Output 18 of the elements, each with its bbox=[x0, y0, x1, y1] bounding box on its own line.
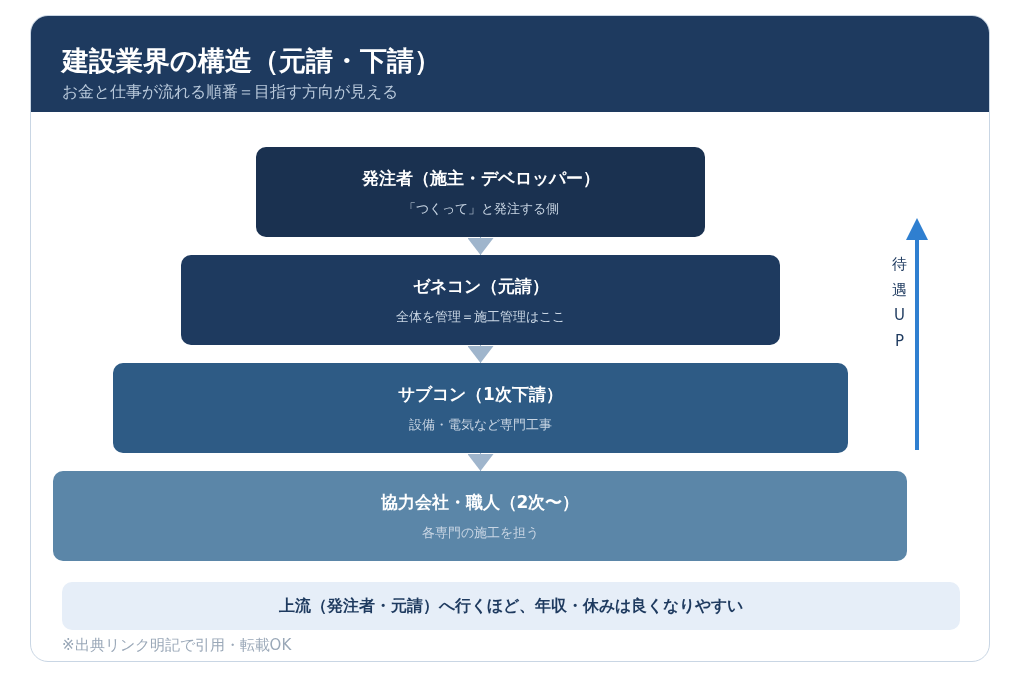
tier-description: 「つくって」と発注する側 bbox=[402, 199, 559, 218]
tier-title: 協力会社・職人（2次〜） bbox=[380, 490, 580, 514]
tier-box bbox=[181, 255, 780, 345]
note-text: 上流（発注者・元請）へ行くほど、年収・休みは良くなりやすい bbox=[279, 595, 743, 617]
tier-box bbox=[53, 471, 907, 561]
tier-box bbox=[113, 363, 848, 453]
side-label: 待遇UP bbox=[892, 254, 907, 352]
note: ※出典リンク明記で引用・転載OK bbox=[62, 636, 292, 655]
title: 建設業界の構造（元請・下請） bbox=[62, 44, 441, 78]
tier-description: 各専門の施工を担う bbox=[421, 523, 539, 542]
tier-description: 設備・電気など専門工事 bbox=[409, 415, 552, 434]
tier-title: 発注者（施主・デベロッパー） bbox=[361, 166, 600, 190]
tier-box bbox=[256, 147, 705, 237]
note-box bbox=[62, 582, 960, 630]
tier-description: 全体を管理＝施工管理はここ bbox=[396, 307, 565, 326]
tier-title: ゼネコン（元請） bbox=[412, 274, 549, 298]
tier-title: サブコン（1次下請） bbox=[398, 382, 563, 406]
subtitle: お金と仕事が流れる順番＝目指す方向が見える bbox=[62, 82, 398, 103]
